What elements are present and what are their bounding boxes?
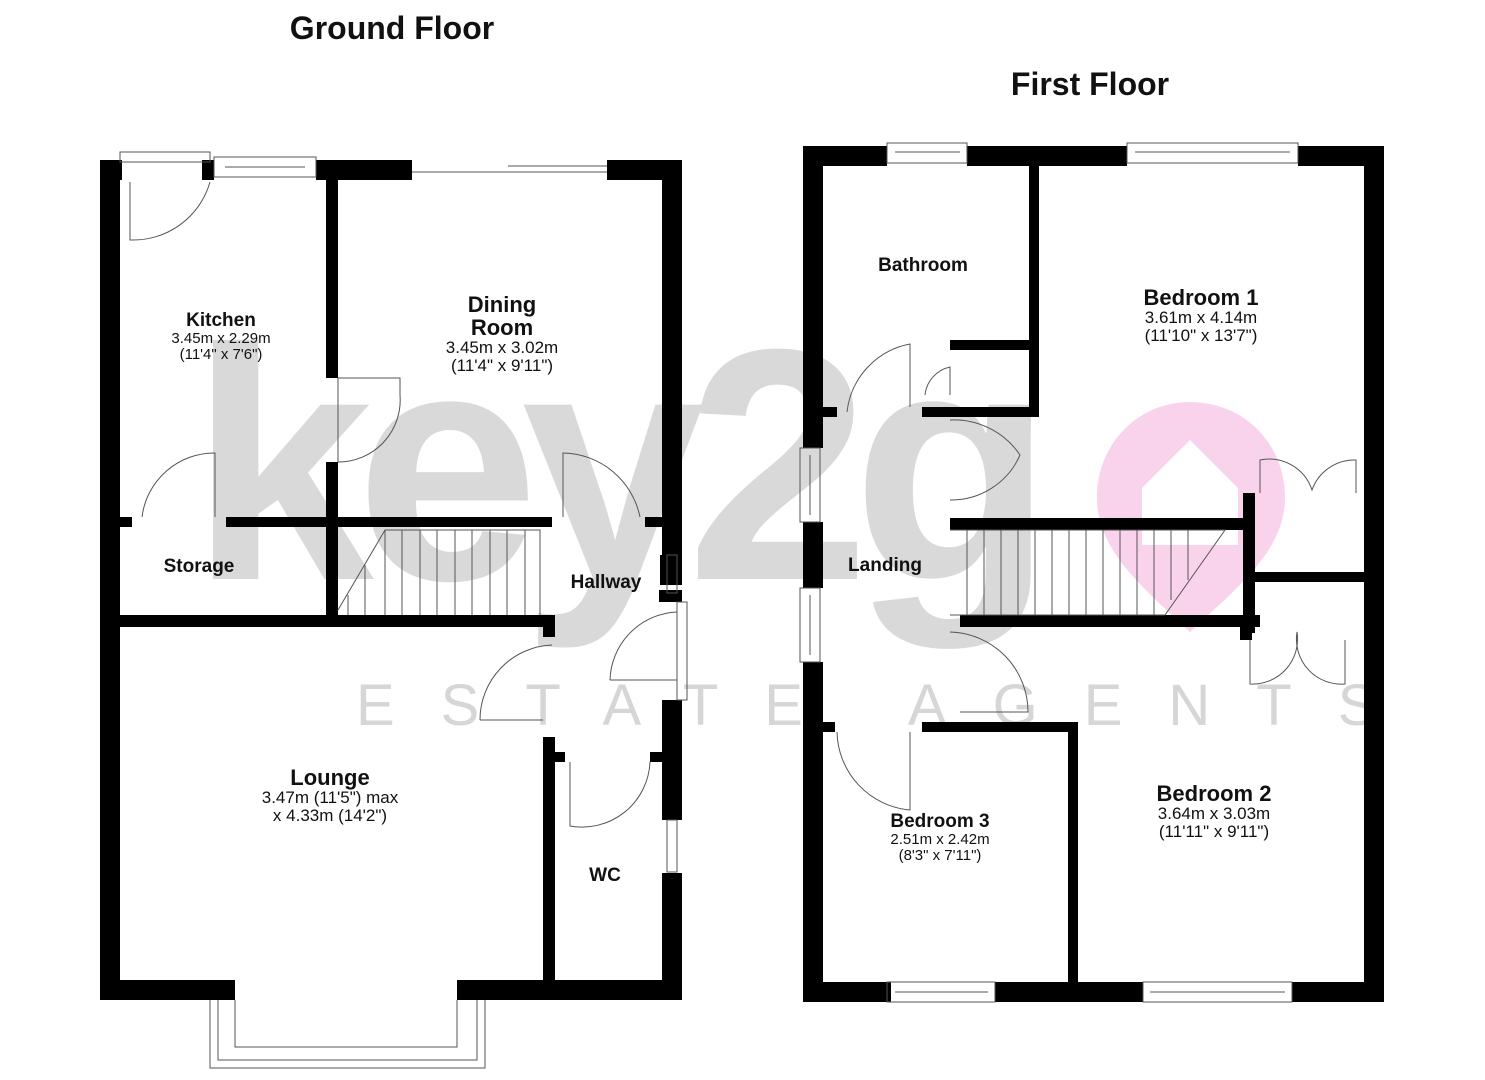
room-dimensions-metric: 3.45m x 3.02m — [445, 338, 559, 358]
room-name: Hallway — [570, 572, 642, 593]
room-name: Landing — [848, 555, 922, 576]
room-storage: Storage — [164, 557, 235, 577]
room-bathroom: Bathroom — [878, 256, 968, 276]
room-kitchen: Kitchen 3.45m x 2.29m (11'4" x 7'6") — [171, 311, 270, 362]
room-name: Storage — [163, 556, 235, 577]
room-dimensions-metric: 3.61m x 4.14m — [1144, 308, 1258, 328]
room-bedroom-2: Bedroom 2 3.64m x 3.03m (11'11" x 9'11") — [1157, 782, 1272, 841]
watermark-tagline: ESTATE AGENTS — [356, 673, 1423, 738]
room-name: Bedroom 2 — [1156, 781, 1272, 806]
ground-floor-title: Ground Floor — [289, 10, 495, 46]
room-name: Bathroom — [878, 255, 968, 276]
room-hallway: Hallway — [571, 573, 642, 593]
room-dimensions-metric: 2.51m x 2.42m — [890, 830, 990, 848]
room-name-line2: Room — [470, 315, 534, 341]
first-floor-title: First Floor — [1010, 66, 1170, 102]
room-dimensions-metric: 3.64m x 3.03m — [1157, 804, 1271, 824]
room-name: Lounge — [290, 765, 370, 790]
room-name: Kitchen — [186, 310, 256, 331]
room-dimensions-imperial: (8'3" x 7'11") — [898, 846, 982, 864]
room-dimensions-line1: 3.47m (11'5") max — [261, 788, 399, 808]
room-dimensions-imperial: (11'11" x 9'11") — [1158, 821, 1270, 841]
room-name: WC — [589, 865, 621, 886]
room-dimensions-imperial: (11'10" x 13'7") — [1144, 325, 1258, 345]
room-bedroom-3: Bedroom 3 2.51m x 2.42m (8'3" x 7'11") — [890, 812, 989, 863]
room-dining: Dining Room 3.45m x 3.02m (11'4" x 9'11"… — [446, 293, 558, 375]
room-bedroom-1: Bedroom 1 3.61m x 4.14m (11'10" x 13'7") — [1144, 286, 1259, 345]
room-wc: WC — [589, 866, 621, 886]
room-landing: Landing — [848, 556, 922, 576]
room-dimensions-metric: 3.45m x 2.29m — [171, 329, 271, 347]
room-lounge: Lounge 3.47m (11'5") max x 4.33m (14'2") — [262, 766, 399, 825]
room-dimensions-imperial: (11'4" x 7'6") — [179, 345, 263, 363]
room-name: Dining — [467, 292, 537, 317]
room-dimensions-imperial: (11'4" x 9'11") — [450, 356, 554, 376]
room-dimensions-line2: x 4.33m (14'2") — [272, 805, 388, 825]
room-name: Bedroom 3 — [890, 811, 990, 832]
room-name: Bedroom 1 — [1143, 285, 1259, 310]
